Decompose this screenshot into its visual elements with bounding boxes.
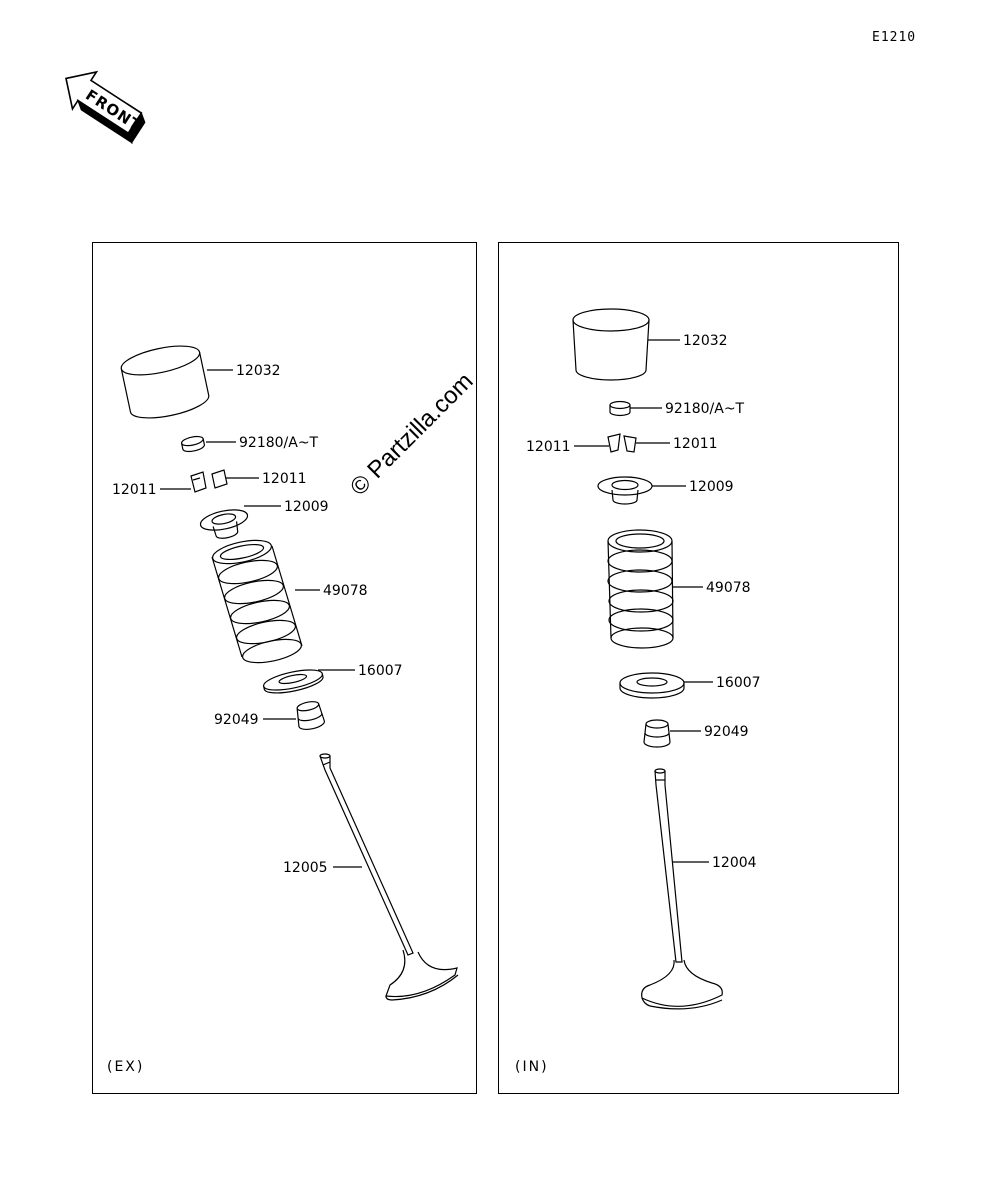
in-tappet: [572, 308, 650, 381]
in-valve-label: 12004: [712, 855, 757, 871]
ex-seat: [263, 669, 324, 694]
ex-tappet: [120, 345, 210, 419]
ex-spring-label: 49078: [323, 583, 368, 599]
in-spring: [607, 529, 674, 649]
front-arrow-icon: FRONT: [65, 70, 146, 145]
page-code: E1210: [872, 30, 917, 45]
ex-retainer-label: 12009: [284, 499, 329, 515]
ex-tappet-label: 12032: [236, 363, 281, 379]
in-seal: [643, 719, 671, 748]
in-tappet-label: 12032: [683, 333, 728, 349]
ex-spring: [211, 539, 303, 664]
in-retainer: [597, 476, 653, 505]
in-seat: [619, 672, 685, 699]
in-cotters: [607, 433, 637, 453]
exhaust-panel: (EX): [92, 242, 477, 1094]
ex-shim: [180, 435, 205, 453]
ex-retainer: [199, 509, 249, 539]
ex-seat-label: 16007: [358, 663, 403, 679]
exhaust-tag: (EX): [107, 1059, 145, 1075]
intake-panel: (IN): [498, 242, 899, 1094]
intake-tag: (IN): [515, 1059, 549, 1075]
ex-cotter-left-label: 12011: [112, 482, 157, 498]
ex-seal-label: 92049: [214, 712, 259, 728]
in-retainer-label: 12009: [689, 479, 734, 495]
ex-seal: [296, 701, 325, 731]
in-spring-label: 49078: [706, 580, 751, 596]
in-valve: [641, 768, 723, 1010]
ex-shim-label: 92180/A~T: [239, 435, 319, 451]
in-cotter-left-label: 12011: [526, 439, 571, 455]
ex-valve-label: 12005: [283, 860, 328, 876]
in-cotter-right-label: 12011: [673, 436, 718, 452]
ex-cotters: [190, 469, 228, 493]
ex-cotter-right-label: 12011: [262, 471, 307, 487]
in-seat-label: 16007: [716, 675, 761, 691]
in-shim-label: 92180/A~T: [665, 401, 745, 417]
ex-valve: [319, 753, 459, 1001]
in-shim: [609, 400, 631, 417]
in-seal-label: 92049: [704, 724, 749, 740]
